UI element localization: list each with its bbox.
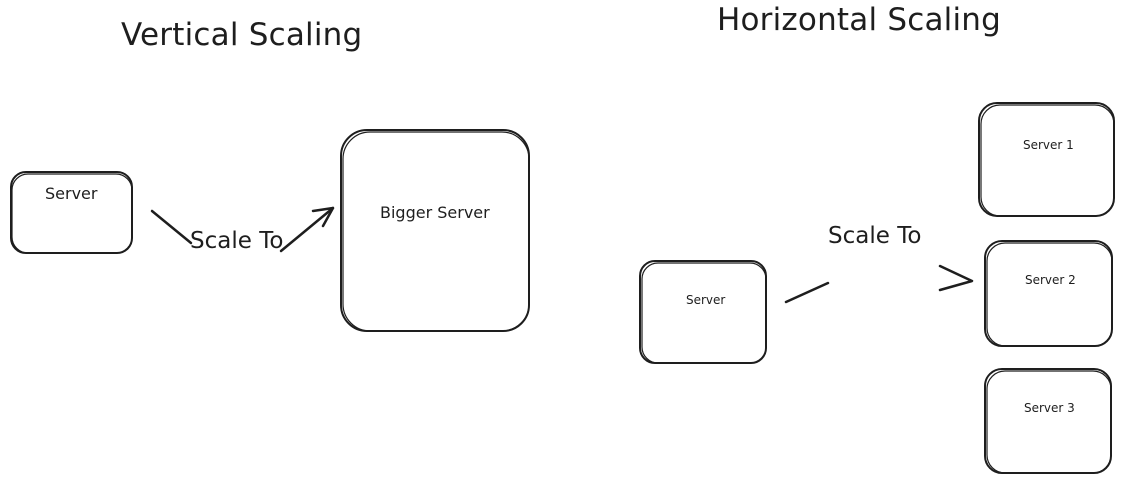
vertical-scale-to-label: Scale To — [190, 228, 284, 254]
bigger-server-label: Bigger Server — [380, 203, 490, 222]
horizontal-server-label: Server — [686, 293, 726, 307]
server-2-box — [984, 240, 1113, 347]
server-3-box — [984, 368, 1112, 474]
horizontal-scaling-title: Horizontal Scaling — [717, 2, 1002, 38]
vertical-server-label: Server — [45, 184, 98, 203]
server-1-box — [978, 102, 1115, 217]
vertical-scale-arrow — [150, 206, 335, 253]
vertical-scaling-title: Vertical Scaling — [121, 17, 363, 53]
server-3-label: Server 3 — [1024, 401, 1075, 415]
horizontal-scale-arrow — [784, 264, 974, 304]
horizontal-server-box — [639, 260, 767, 364]
horizontal-scale-to-label: Scale To — [828, 223, 922, 249]
server-2-label: Server 2 — [1025, 273, 1076, 287]
bigger-server-box — [340, 129, 530, 332]
vertical-server-box — [10, 171, 133, 254]
server-1-label: Server 1 — [1023, 138, 1074, 152]
